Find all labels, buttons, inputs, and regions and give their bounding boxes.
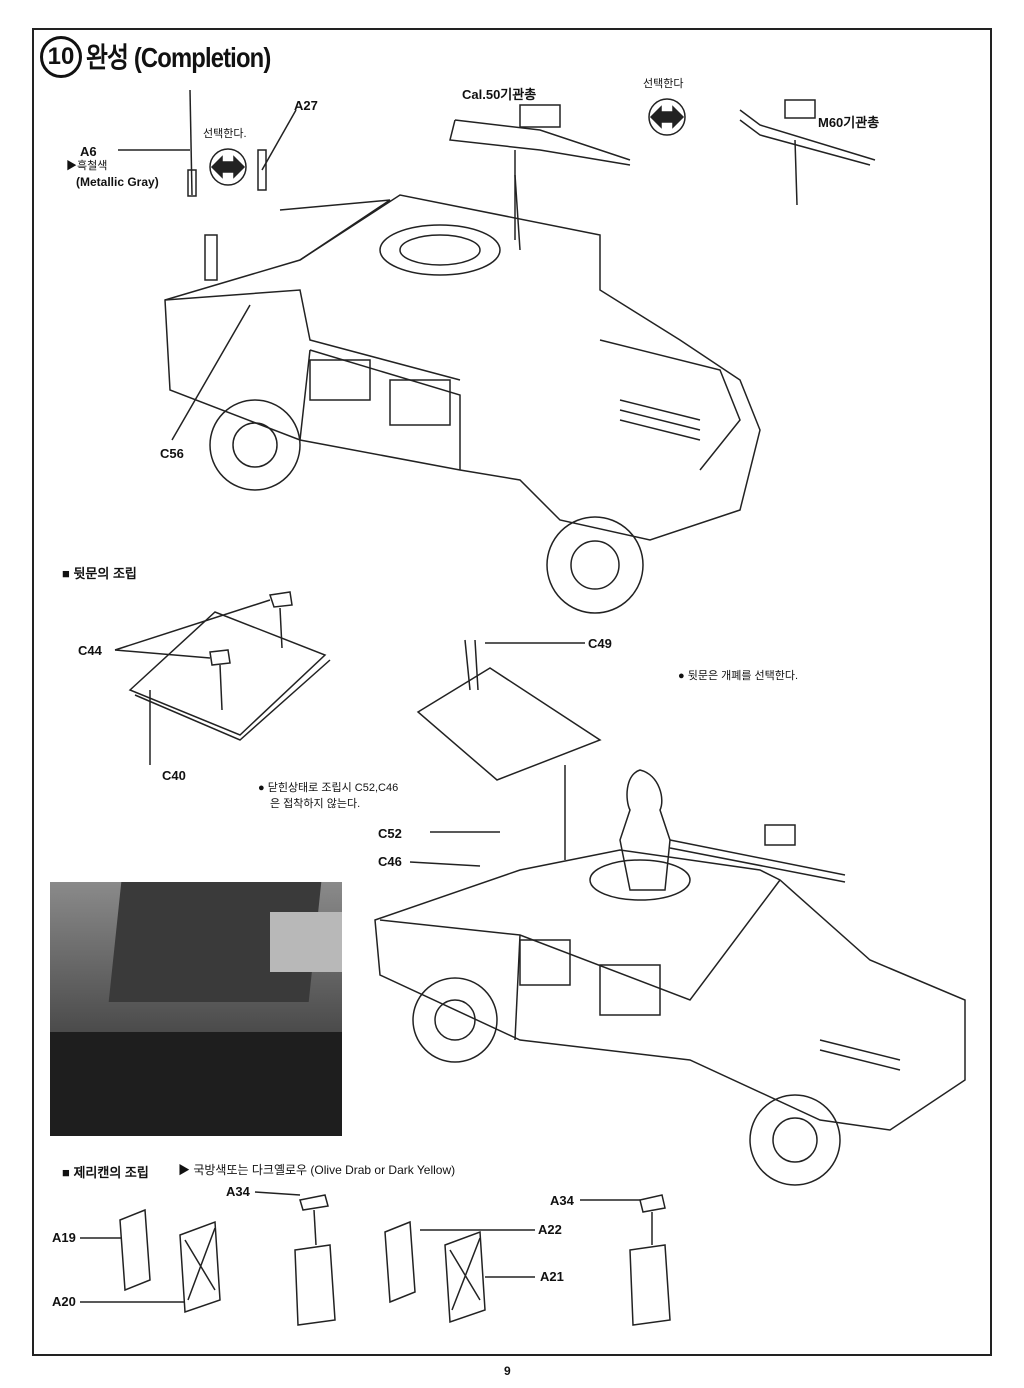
- rear-door-part-c40: [114, 591, 331, 765]
- jerrycan-parts-left: [80, 1191, 336, 1326]
- part-label-a27: A27: [294, 98, 318, 113]
- m60-label: M60기관총: [818, 115, 880, 130]
- part-label-c44: C44: [78, 643, 102, 658]
- choose-note-left: 선택한다.: [203, 128, 247, 140]
- leader-line-c56: [171, 304, 251, 441]
- page-frame: [32, 28, 992, 1356]
- humvee-top-drawing: [164, 194, 761, 614]
- jerrycan-section-title: ■ 제리캔의 조립: [62, 1165, 149, 1180]
- cal50-gun-part: [449, 104, 631, 251]
- rear-door-section-title: ■ 뒷문의 조립: [62, 566, 137, 581]
- part-label-c46: C46: [378, 854, 402, 869]
- part-label-c49: C49: [588, 636, 612, 651]
- rear-door-open-note: ● 뒷문은 개폐를 선택한다.: [678, 670, 799, 682]
- antenna-part: [118, 89, 197, 197]
- page-title: 완성 (Completion): [86, 42, 271, 73]
- choose-note-right: 선택한다: [643, 78, 684, 90]
- a6-color-en: (Metallic Gray): [76, 175, 159, 189]
- jerrycan-parts-right: [384, 1194, 671, 1326]
- part-label-a6: A6: [80, 144, 97, 159]
- part-label-a34-right: A34: [550, 1193, 574, 1208]
- part-label-a21: A21: [540, 1269, 564, 1284]
- m60-gun-part: [739, 99, 876, 206]
- choice-arrow-icon: [209, 148, 247, 186]
- rear-door-closed-note-2: 은 접착하지 않는다.: [270, 798, 361, 810]
- page-number: 9: [504, 1364, 511, 1378]
- part-label-c56: C56: [160, 446, 184, 461]
- humvee-bottom-drawing: [374, 769, 966, 1186]
- part-label-a19: A19: [52, 1230, 76, 1245]
- cal50-label: Cal.50기관총: [462, 87, 537, 102]
- part-label-c52: C52: [378, 826, 402, 841]
- part-label-c40: C40: [162, 768, 186, 783]
- part-label-a20: A20: [52, 1294, 76, 1309]
- antenna-base-part: [257, 109, 297, 191]
- rear-door-open-drawing: [409, 639, 602, 867]
- jerrycan-color-note: ▶ 국방색또는 다크옐로우 (Olive Drab or Dark Yellow…: [178, 1163, 456, 1177]
- part-label-a22: A22: [538, 1222, 562, 1237]
- reference-photo: [50, 882, 342, 1136]
- part-label-a34-left: A34: [226, 1184, 250, 1199]
- step-number: 10: [40, 36, 82, 78]
- a6-color-ko: ▶흑철색: [66, 160, 108, 172]
- rear-door-closed-note-1: ● 닫힌상태로 조립시 C52,C46: [258, 782, 399, 794]
- choice-arrow-icon: [648, 98, 686, 136]
